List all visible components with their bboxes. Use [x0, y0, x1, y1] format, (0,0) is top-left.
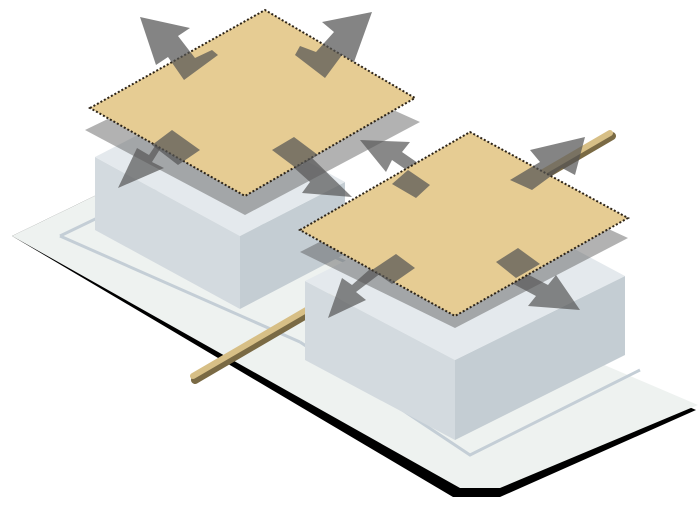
diagram-canvas [0, 0, 698, 505]
isometric-modules-diagram [0, 0, 698, 505]
